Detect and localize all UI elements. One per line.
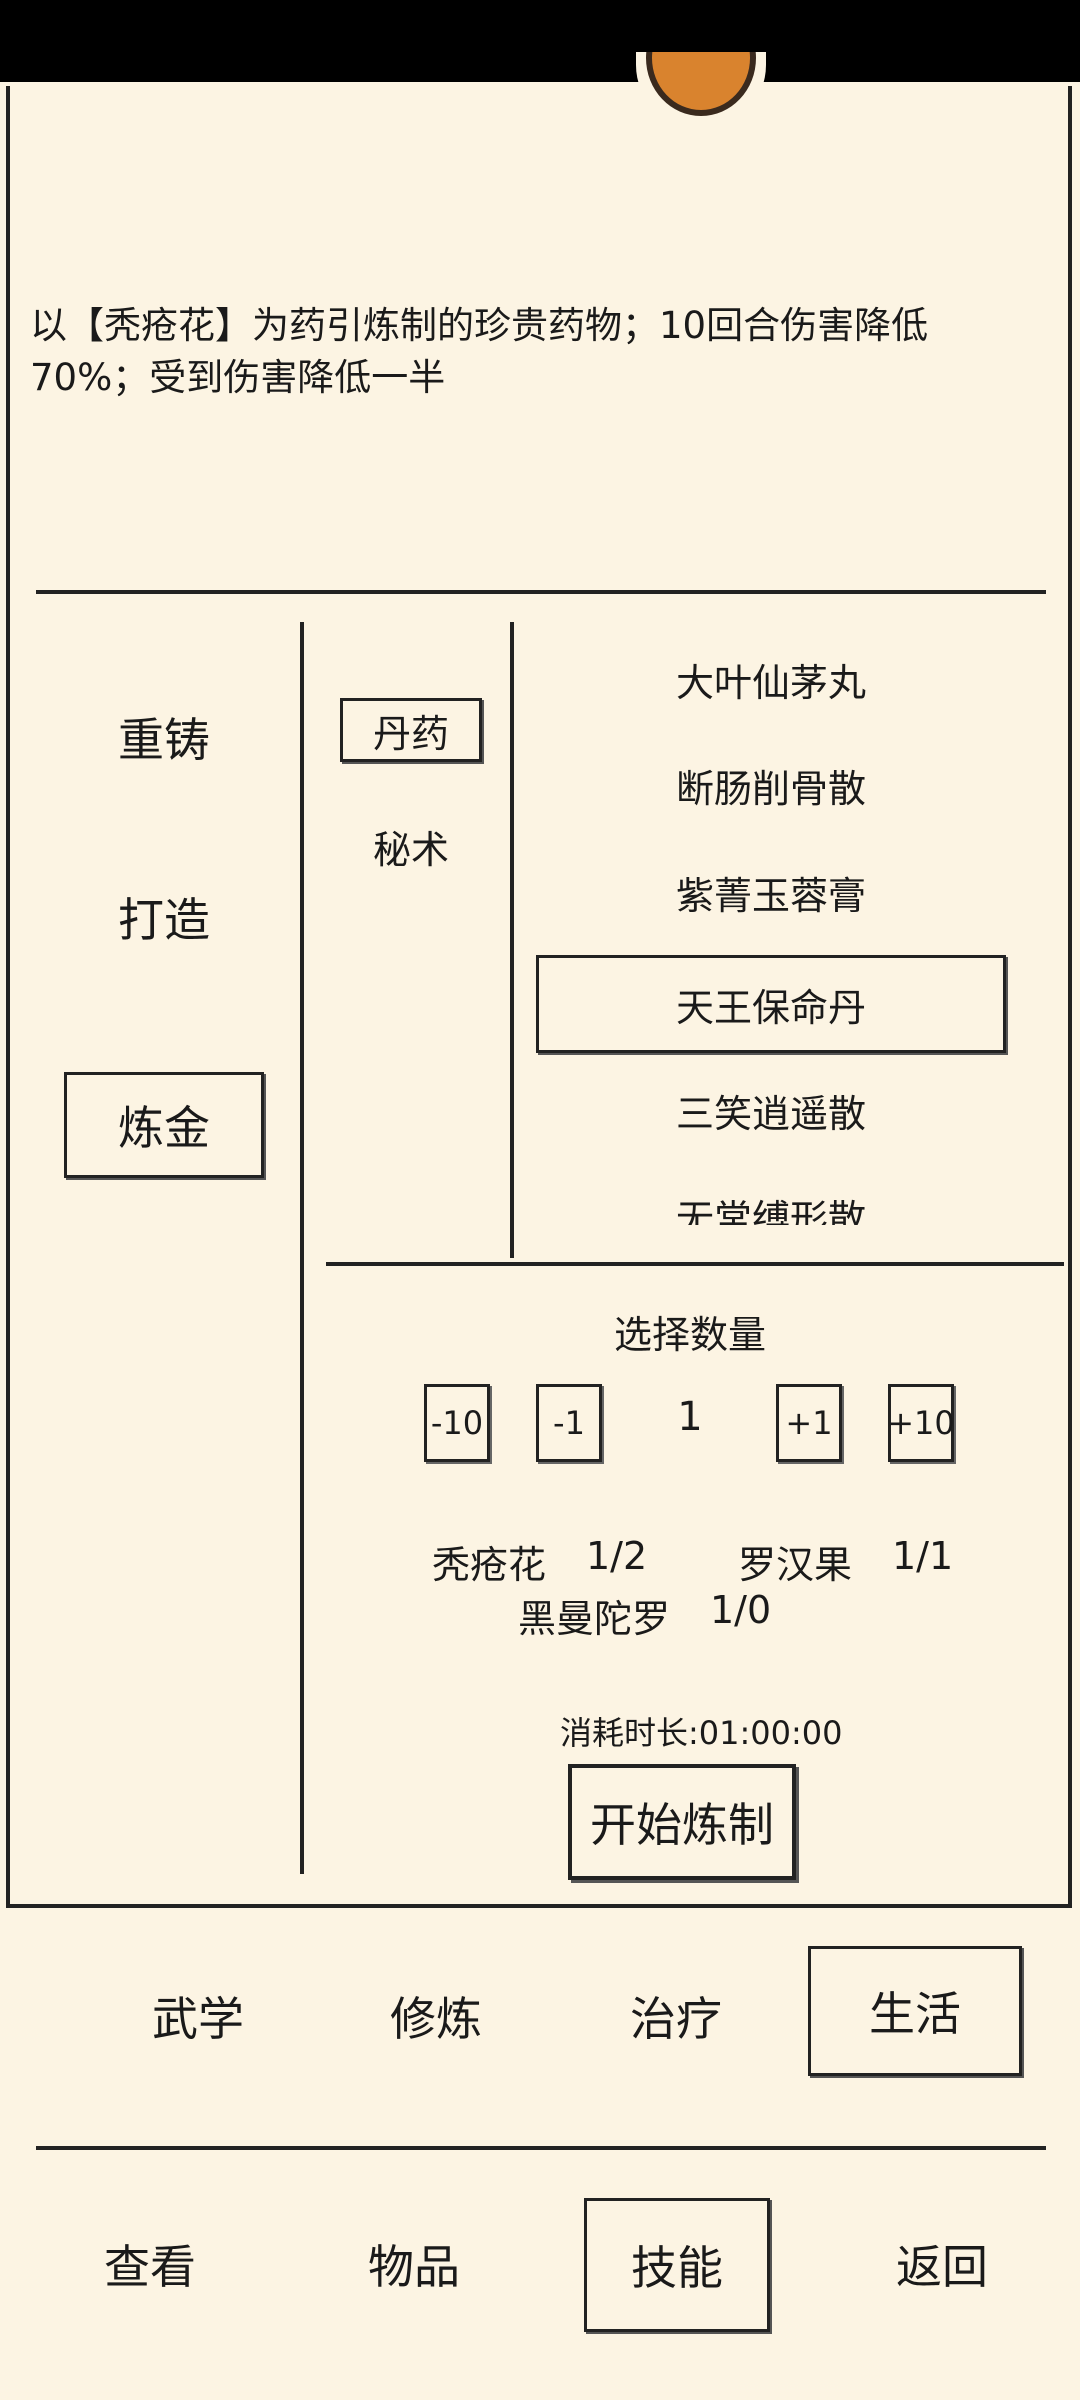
crafting-panel <box>6 86 1072 1908</box>
quantity-title: 选择数量 <box>613 1313 766 1357</box>
craft-tab-recast[interactable]: 重铸 <box>118 713 210 767</box>
divider-top <box>36 590 1046 594</box>
quantity-minus-1-button[interactable]: -1 <box>536 1384 602 1462</box>
craft-tab-forge[interactable]: 打造 <box>118 893 210 947</box>
skill-tab-life[interactable]: 生活 <box>808 1946 1022 2076</box>
quantity-plus-1-button[interactable]: +1 <box>776 1384 842 1462</box>
nav-back[interactable]: 返回 <box>896 2240 988 2294</box>
divider-sub-column <box>510 622 514 1258</box>
quantity-minus-10-button[interactable]: -10 <box>424 1384 490 1462</box>
ingredient-name: 黑曼陀罗 <box>518 1597 671 1641</box>
quantity-value: 1 <box>677 1394 703 1440</box>
quantity-plus-10-button[interactable]: +10 <box>887 1384 955 1462</box>
recipe-item[interactable]: 三笑逍遥散 <box>675 1091 866 1136</box>
nav-items[interactable]: 物品 <box>368 2240 460 2294</box>
sub-tab-secret-arts[interactable]: 秘术 <box>372 827 449 872</box>
recipe-list[interactable]: 大叶仙茅丸 断肠削骨散 紫菁玉蓉膏 天王保命丹 三笑逍遥散 无常缚形散 <box>520 630 1060 1225</box>
ingredient-name: 秃疮花 <box>432 1543 547 1587</box>
nav-view[interactable]: 查看 <box>104 2240 196 2294</box>
start-crafting-button[interactable]: 开始炼制 <box>568 1764 796 1880</box>
status-bar <box>0 0 1080 82</box>
divider-recipe-bottom <box>326 1262 1064 1266</box>
divider-bottom-nav <box>36 2146 1046 2150</box>
ingredient-count: 1/0 <box>710 1588 772 1632</box>
ingredient-count: 1/1 <box>892 1534 954 1578</box>
skill-tab-healing[interactable]: 治疗 <box>630 1992 722 2046</box>
skill-tab-cultivation[interactable]: 修炼 <box>390 1992 482 2046</box>
craft-tab-alchemy[interactable]: 炼金 <box>64 1072 264 1178</box>
duration-label: 消耗时长:01:00:00 <box>560 1714 843 1752</box>
recipe-item-selected[interactable]: 天王保命丹 <box>536 955 1006 1053</box>
ingredient-count: 1/2 <box>586 1534 648 1578</box>
recipe-item[interactable]: 紫菁玉蓉膏 <box>675 873 866 918</box>
item-description: 以【秃疮花】为药引炼制的珍贵药物；10回合伤害降低70%；受到伤害降低一半 <box>30 304 929 399</box>
recipe-item[interactable]: 无常缚形散 <box>675 1196 866 1226</box>
divider-left-column <box>300 622 304 1874</box>
nav-skills[interactable]: 技能 <box>584 2198 770 2332</box>
recipe-item[interactable]: 大叶仙茅丸 <box>675 660 866 705</box>
skill-tab-martial-arts[interactable]: 武学 <box>152 1992 244 2046</box>
ingredient-name: 罗汉果 <box>738 1543 853 1587</box>
recipe-item[interactable]: 断肠削骨散 <box>675 766 866 811</box>
sub-tab-pills[interactable]: 丹药 <box>340 698 482 762</box>
